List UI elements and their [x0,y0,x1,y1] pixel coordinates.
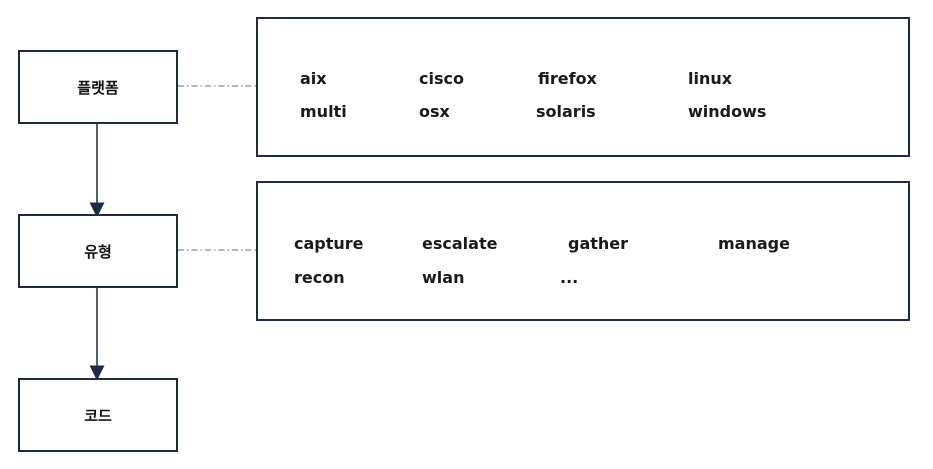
node-platform-label: 플랫폼 [77,78,119,97]
platform-item: osx [419,102,450,121]
node-platform: 플랫폼 [18,50,178,124]
type-list-panel: capture escalate gather manage recon wla… [256,181,910,321]
platform-item: linux [688,69,733,88]
platform-item: cisco [419,69,464,88]
type-item: gather [568,234,629,253]
platform-item: firefox [538,69,597,88]
type-item: ... [560,268,579,287]
node-code: 코드 [18,378,178,452]
platform-item: multi [300,102,347,121]
type-item: manage [718,234,790,253]
platform-item: windows [688,102,767,121]
node-code-label: 코드 [84,406,112,425]
type-item: recon [294,268,345,287]
node-type-label: 유형 [84,242,112,261]
type-item: wlan [422,268,465,287]
node-type: 유형 [18,214,178,288]
platform-item: solaris [536,102,596,121]
type-item: escalate [422,234,498,253]
platform-item: aix [300,69,327,88]
platform-list-panel: aix cisco firefox linux multi osx solari… [256,17,910,157]
type-item: capture [294,234,364,253]
